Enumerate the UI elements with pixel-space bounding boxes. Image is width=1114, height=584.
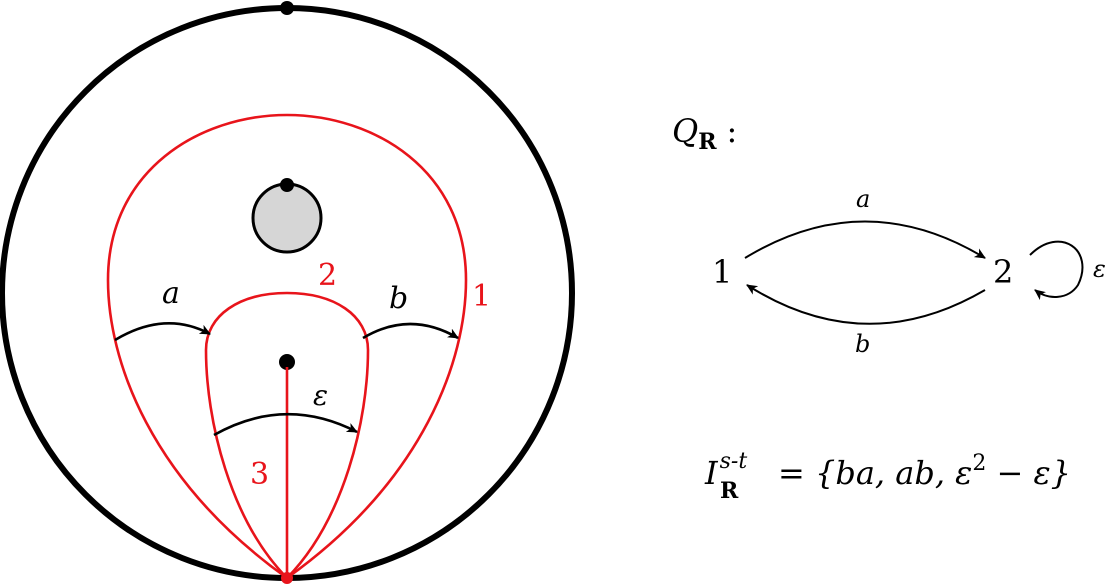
quiver-arrow-a (744, 220, 986, 259)
quiver-vertex-2: 2 (993, 253, 1013, 291)
quiver-vertex-1: 1 (712, 253, 732, 291)
angle-arrow-a (114, 322, 211, 342)
interior-marked-point (279, 354, 295, 370)
arc-label-1: 1 (472, 279, 491, 314)
top-marked-point (280, 1, 294, 15)
quiver-arrow-label-a: a (856, 185, 870, 213)
angle-label-epsilon: ε (313, 379, 328, 412)
puncture-disk (251, 182, 323, 254)
arc-1 (106, 113, 468, 580)
angle-arrow-epsilon (213, 412, 358, 437)
arc-label-2: 2 (318, 258, 337, 293)
quiver-arrow-label-b: b (855, 330, 870, 358)
arc-label-3: 3 (250, 457, 269, 492)
angle-arrow-b (362, 322, 459, 340)
puncture-marked-point (280, 178, 294, 192)
bottom-marked-point (281, 572, 293, 584)
quiver-arrow-label-epsilon: ε (1093, 255, 1106, 283)
quiver-title: QR: (672, 112, 737, 155)
angle-label-b: b (389, 281, 408, 316)
angle-label-a: a (162, 276, 180, 311)
quiver-arrow-b (746, 284, 986, 325)
arc-2 (204, 291, 370, 579)
quiver-loop-epsilon (1029, 240, 1084, 301)
